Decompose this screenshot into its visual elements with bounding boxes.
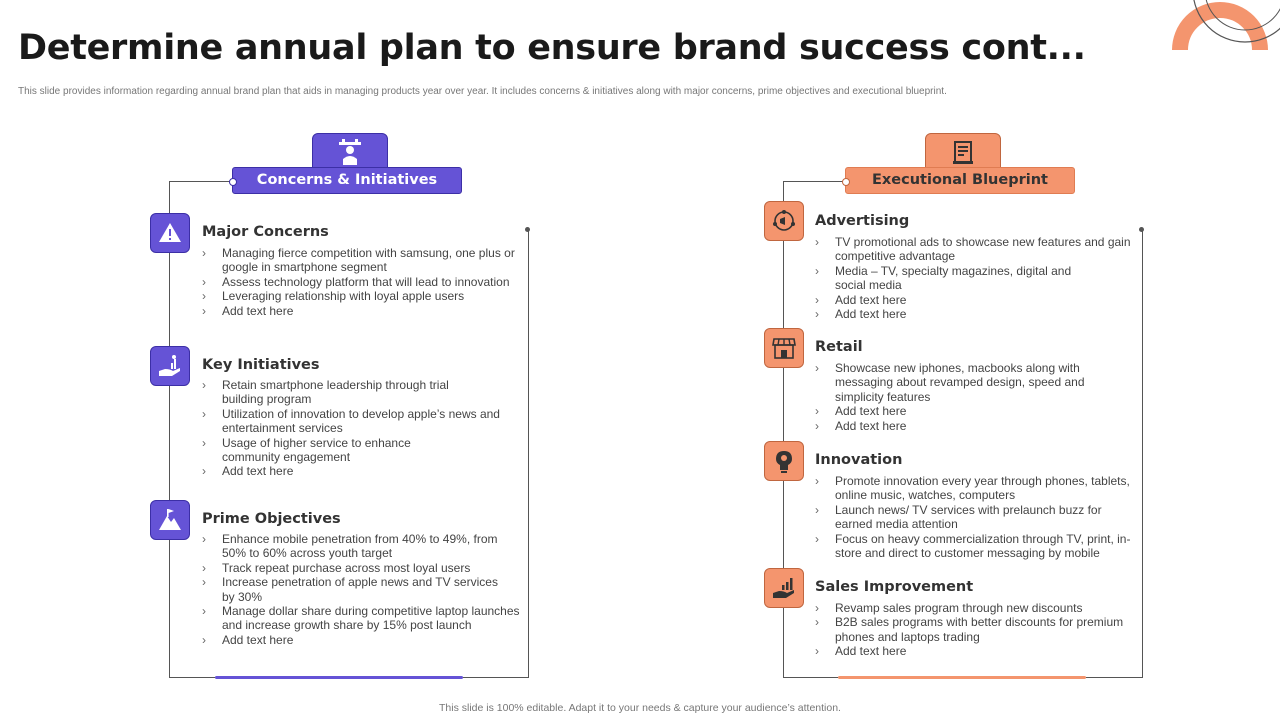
left-panel-left-edge — [169, 181, 170, 229]
right-bottom-bar — [838, 676, 1086, 679]
list-item: Track repeat purchase across most loyal … — [202, 561, 522, 576]
list-item: Leveraging relationship with loyal apple… — [202, 289, 522, 304]
major-concerns-icon-box — [150, 213, 190, 253]
section-key-initiatives: Key Initiatives Retain smartphone leader… — [150, 346, 530, 486]
major-concerns-heading: Major Concerns — [202, 224, 329, 240]
list-item: Enhance mobile penetration from 40% to 4… — [202, 532, 512, 561]
section-innovation: Innovation Promote innovation every year… — [764, 441, 1144, 561]
list-item: Managing fierce competition with samsung… — [202, 246, 522, 275]
section-sales-improvement: Sales Improvement Revamp sales program t… — [764, 568, 1144, 668]
list-item: Usage of higher service to enhance commu… — [202, 436, 432, 465]
store-icon — [772, 338, 796, 359]
list-item: Revamp sales program through new discoun… — [815, 601, 1140, 616]
list-item: Add text here — [815, 644, 1140, 659]
list-item: Add text here — [202, 304, 522, 319]
key-initiatives-icon-box — [150, 346, 190, 386]
warning-triangle-icon — [159, 223, 181, 242]
page-subtitle: This slide provides information regardin… — [18, 86, 947, 97]
list-item: Retain smartphone leadership through tri… — [202, 378, 462, 407]
right-banner: Executional Blueprint — [845, 167, 1075, 194]
section-retail: Retail Showcase new iphones, macbooks al… — [764, 328, 1144, 438]
document-scroll-icon — [953, 141, 973, 164]
left-panel-connector-line — [169, 181, 234, 182]
right-banner-connector — [842, 178, 850, 186]
prime-objectives-list: Enhance mobile penetration from 40% to 4… — [202, 532, 522, 648]
footer-note: This slide is 100% editable. Adapt it to… — [439, 702, 841, 714]
sales-improvement-list: Revamp sales program through new discoun… — [815, 601, 1140, 659]
section-major-concerns: Major Concerns Managing fierce competiti… — [150, 213, 530, 323]
key-initiatives-list: Retain smartphone leadership through tri… — [202, 378, 522, 479]
right-panel-connector-line — [783, 181, 847, 182]
section-prime-objectives: Prime Objectives Enhance mobile penetrat… — [150, 500, 530, 660]
list-item: TV promotional ads to showcase new featu… — [815, 235, 1140, 264]
strategy-person-icon — [339, 139, 361, 165]
megaphone-network-icon — [773, 210, 795, 231]
list-item: Focus on heavy commercialization through… — [815, 532, 1140, 561]
prime-objectives-heading: Prime Objectives — [202, 511, 341, 527]
section-advertising: Advertising TV promotional ads to showca… — [764, 201, 1144, 322]
list-item: Assess technology platform that will lea… — [202, 275, 522, 290]
innovation-icon-box — [764, 441, 804, 481]
key-initiatives-heading: Key Initiatives — [202, 357, 320, 373]
advertising-list: TV promotional ads to showcase new featu… — [815, 235, 1140, 322]
list-item: Increase penetration of apple news and T… — [202, 575, 512, 604]
list-item: Add text here — [815, 419, 1140, 434]
hand-chart-icon — [773, 578, 794, 598]
left-banner: Concerns & Initiatives — [232, 167, 462, 194]
list-item: Manage dollar share during competitive l… — [202, 604, 522, 633]
list-item: Add text here — [815, 307, 1140, 322]
list-item: Add text here — [815, 293, 1140, 308]
lightbulb-head-icon — [776, 451, 792, 473]
innovation-list: Promote innovation every year through ph… — [815, 474, 1140, 560]
right-panel-corner-dot — [1139, 227, 1144, 232]
sales-improvement-icon-box — [764, 568, 804, 608]
hand-growth-icon — [159, 355, 180, 376]
list-item: Media – TV, specialty magazines, digital… — [815, 264, 1100, 293]
page-title: Determine annual plan to ensure brand su… — [18, 28, 1086, 68]
left-panel-corner-dot — [525, 227, 530, 232]
advertising-heading: Advertising — [815, 213, 910, 229]
retail-list: Showcase new iphones, macbooks along wit… — [815, 361, 1140, 433]
retail-icon-box — [764, 328, 804, 368]
left-bottom-bar — [215, 676, 463, 679]
decorative-arcs — [1172, 0, 1280, 51]
list-item: Showcase new iphones, macbooks along wit… — [815, 361, 1110, 404]
sales-improvement-heading: Sales Improvement — [815, 579, 974, 595]
list-item: Add text here — [202, 633, 522, 648]
mountain-flag-icon — [159, 509, 181, 530]
list-item: Add text here — [202, 464, 522, 479]
list-item: Launch news/ TV services with prelaunch … — [815, 503, 1135, 532]
major-concerns-list: Managing fierce competition with samsung… — [202, 246, 522, 318]
list-item: Promote innovation every year through ph… — [815, 474, 1140, 503]
list-item: Add text here — [815, 404, 1140, 419]
list-item: Utilization of innovation to develop app… — [202, 407, 522, 436]
innovation-heading: Innovation — [815, 452, 903, 468]
left-banner-connector — [229, 178, 237, 186]
list-item: B2B sales programs with better discounts… — [815, 615, 1140, 644]
retail-heading: Retail — [815, 339, 863, 355]
prime-objectives-icon-box — [150, 500, 190, 540]
advertising-icon-box — [764, 201, 804, 241]
